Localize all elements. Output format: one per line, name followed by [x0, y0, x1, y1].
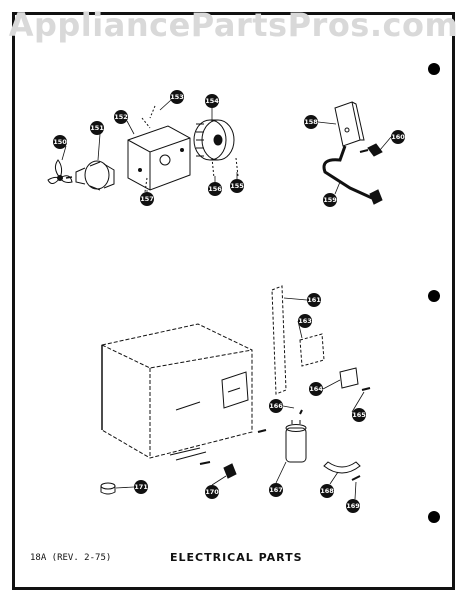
- callout-161-label: 161: [307, 296, 321, 304]
- callout-169: [346, 499, 360, 513]
- callout-164-label: 164: [309, 385, 323, 393]
- callout-165-label: 165: [352, 411, 366, 419]
- callout-166: [269, 399, 283, 413]
- callout-153: [170, 90, 184, 104]
- callouts: 150 151 152 153 154 155 156 157 158 159 …: [53, 90, 405, 513]
- callout-164: [309, 382, 323, 396]
- callout-168: [320, 484, 334, 498]
- callout-155-label: 155: [230, 182, 244, 190]
- watermark: AppliancePartsPros.com: [8, 6, 459, 44]
- registration-dot-bottom: [428, 511, 440, 523]
- callout-163-label: 163: [298, 317, 312, 325]
- callout-157-label: 157: [140, 195, 154, 203]
- callout-167-label: 167: [269, 486, 283, 494]
- callout-157: [140, 192, 154, 206]
- callout-163: [298, 314, 312, 328]
- callout-154-label: 154: [205, 97, 219, 105]
- fan-motor: [65, 160, 115, 191]
- callout-161: [307, 293, 321, 307]
- callout-153-label: 153: [170, 93, 184, 101]
- callout-170-label: 170: [205, 488, 219, 496]
- callout-156-label: 156: [208, 185, 222, 193]
- capacitor-clamp: [323, 461, 361, 474]
- callout-154: [205, 94, 219, 108]
- callout-158-label: 158: [304, 118, 318, 126]
- callout-151-label: 151: [90, 124, 104, 132]
- page-title: ELECTRICAL PARTS: [170, 551, 303, 564]
- callout-158: [304, 115, 318, 129]
- terminal-box: [334, 101, 365, 147]
- callout-159: [323, 193, 337, 207]
- callout-168-label: 168: [320, 487, 334, 495]
- callout-151: [90, 121, 104, 135]
- callout-152-label: 152: [114, 113, 128, 121]
- callout-150: [53, 135, 67, 149]
- grommet-171: [100, 482, 116, 495]
- blower-wheel: [193, 119, 235, 161]
- callout-166-label: 166: [269, 402, 283, 410]
- registration-dot-top: [428, 63, 440, 75]
- callout-167: [269, 483, 283, 497]
- screw-169: [351, 475, 361, 481]
- callout-159-label: 159: [323, 196, 337, 204]
- drawing-frame: [12, 12, 455, 590]
- callout-165: [352, 408, 366, 422]
- callout-156: [208, 182, 222, 196]
- motor-bracket: [127, 117, 191, 191]
- callout-170: [205, 485, 219, 499]
- power-cord: [322, 143, 383, 205]
- callout-155: [230, 179, 244, 193]
- relay-170: [223, 463, 237, 479]
- revision-label: 18A (REV. 2-75): [30, 553, 112, 563]
- callout-150-label: 150: [53, 138, 67, 146]
- unit-housing: [101, 323, 253, 461]
- callout-152: [114, 110, 128, 124]
- callout-160-label: 160: [391, 133, 405, 141]
- callout-169-label: 169: [346, 502, 360, 510]
- callout-160: [391, 130, 405, 144]
- callout-171-label: 171: [134, 483, 148, 491]
- registration-dot-middle: [428, 290, 440, 302]
- capacitor-bracket: [271, 285, 359, 395]
- fan-blade: [47, 159, 73, 184]
- callout-171: [134, 480, 148, 494]
- capacitor: [285, 420, 307, 463]
